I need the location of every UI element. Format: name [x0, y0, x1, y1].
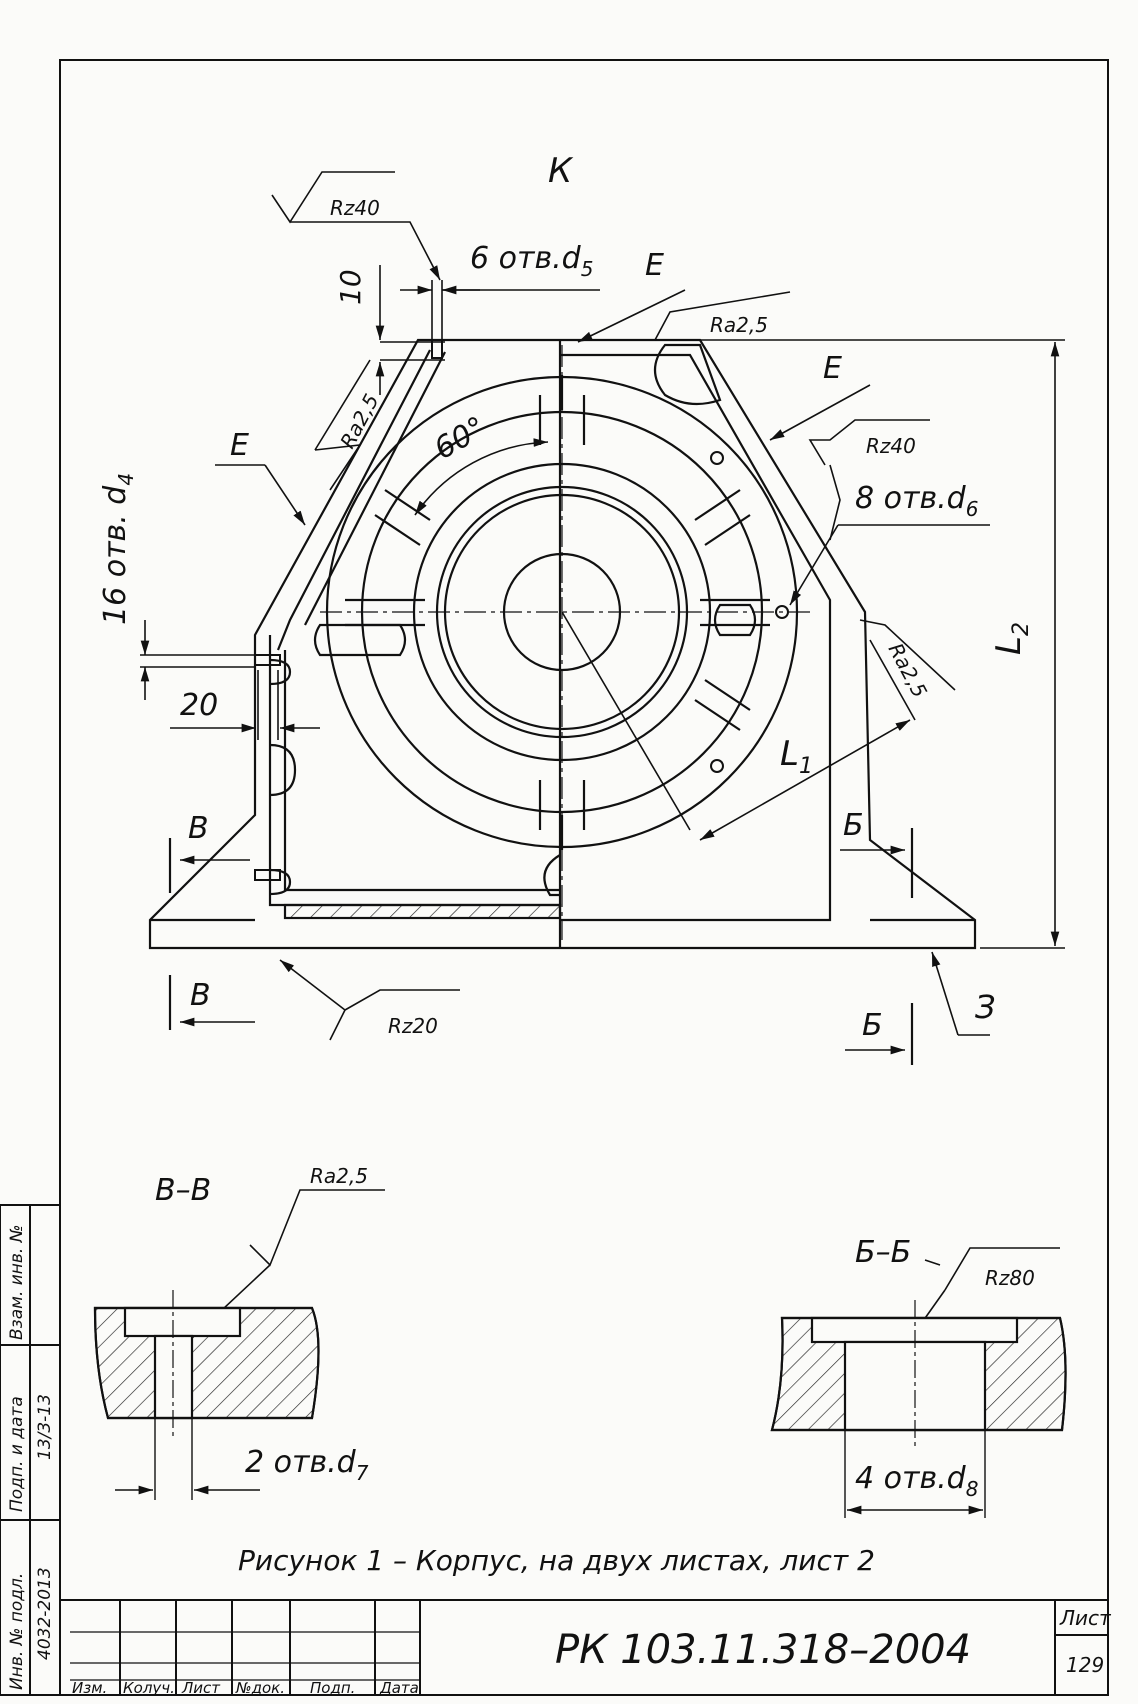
sheet-number: 129 — [1066, 1653, 1104, 1677]
col-izm: Изм. — [72, 1679, 107, 1697]
side-stamp — [0, 1204, 61, 1696]
dim-l1 — [561, 611, 916, 841]
dim-l2 — [700, 339, 1065, 949]
roughness-ra25-left: Ra2,5 — [335, 390, 383, 452]
holes-d4-label: 16 отв. d4 — [98, 473, 138, 625]
stamp-inv-orig-value: 4032-2013 — [35, 1567, 55, 1660]
surface-e-top: Е — [645, 248, 664, 283]
roughness-rz20: Rz20 — [388, 1014, 438, 1038]
section-vv — [93, 1290, 320, 1500]
base-mark-label: З — [975, 988, 996, 1026]
col-ndok: №док. — [235, 1679, 285, 1697]
figure-caption: Рисунок 1 – Корпус, на двух листах, лист… — [238, 1544, 875, 1577]
roughness-ra25-top: Ra2,5 — [710, 313, 768, 337]
sheet-label: Лист — [1059, 1606, 1112, 1630]
stamp-inv-orig: Инв. № подл. — [7, 1573, 27, 1690]
stamp-inv-sub: Взам. инв. № — [7, 1225, 27, 1340]
roughness-rz80: Rz80 — [985, 1266, 1035, 1290]
roughness-rz40-top: Rz40 — [330, 196, 380, 220]
leaders-e — [215, 289, 871, 526]
dim-10-label: 10 — [334, 269, 367, 305]
stamp-sign-date: Подп. и дата — [7, 1396, 27, 1512]
dim-d4 — [140, 620, 255, 700]
surface-e-right: Е — [823, 351, 842, 386]
dim-l1-label: L1 — [780, 734, 813, 779]
col-podp: Подп. — [310, 1679, 355, 1697]
leader-base — [931, 951, 990, 1036]
section-bb-title: Б–Б — [855, 1235, 911, 1270]
surface-e-left: Е — [230, 428, 249, 463]
leader-d5 — [400, 280, 600, 340]
view-label-k: К — [548, 151, 574, 191]
roughness-ra25-right: Ra2,5 — [884, 639, 932, 701]
holes-d5-label: 6 отв.d5 — [470, 241, 593, 281]
holes-d6-label: 8 отв.d6 — [855, 481, 978, 521]
col-koluch: Колуч. — [123, 1679, 175, 1697]
section-bb — [770, 1300, 1067, 1518]
dim-l2-label: L2 — [989, 622, 1034, 655]
cut-b — [840, 828, 914, 1065]
leader-d6 — [789, 524, 990, 606]
dim-10 — [375, 265, 445, 395]
stamp-sign-date-value: 13/3-13 — [35, 1394, 55, 1460]
angle-60 — [414, 438, 549, 516]
col-list: Лист — [181, 1679, 221, 1697]
cut-b-top-label: Б — [843, 808, 864, 843]
cut-v-top-label: В — [188, 811, 209, 846]
dim-20-label: 20 — [180, 688, 218, 723]
dim-20 — [170, 670, 320, 740]
angle-60-label: 60° — [429, 410, 493, 467]
cut-v — [168, 838, 255, 1030]
centerlines — [320, 345, 810, 940]
roughness-ra25-section: Ra2,5 — [310, 1164, 368, 1188]
section-vv-title: В–В — [155, 1173, 211, 1208]
col-data: Дата — [379, 1679, 419, 1697]
cut-v-bottom-label: В — [190, 978, 211, 1013]
holes-d8-label: 4 отв.d8 — [855, 1461, 978, 1501]
holes-d7-label: 2 отв.d7 — [245, 1445, 369, 1485]
cut-b-bottom-label: Б — [862, 1008, 883, 1043]
roughness-rz40-right: Rz40 — [866, 434, 916, 458]
doc-code: РК 103.11.318–2004 — [555, 1627, 971, 1673]
